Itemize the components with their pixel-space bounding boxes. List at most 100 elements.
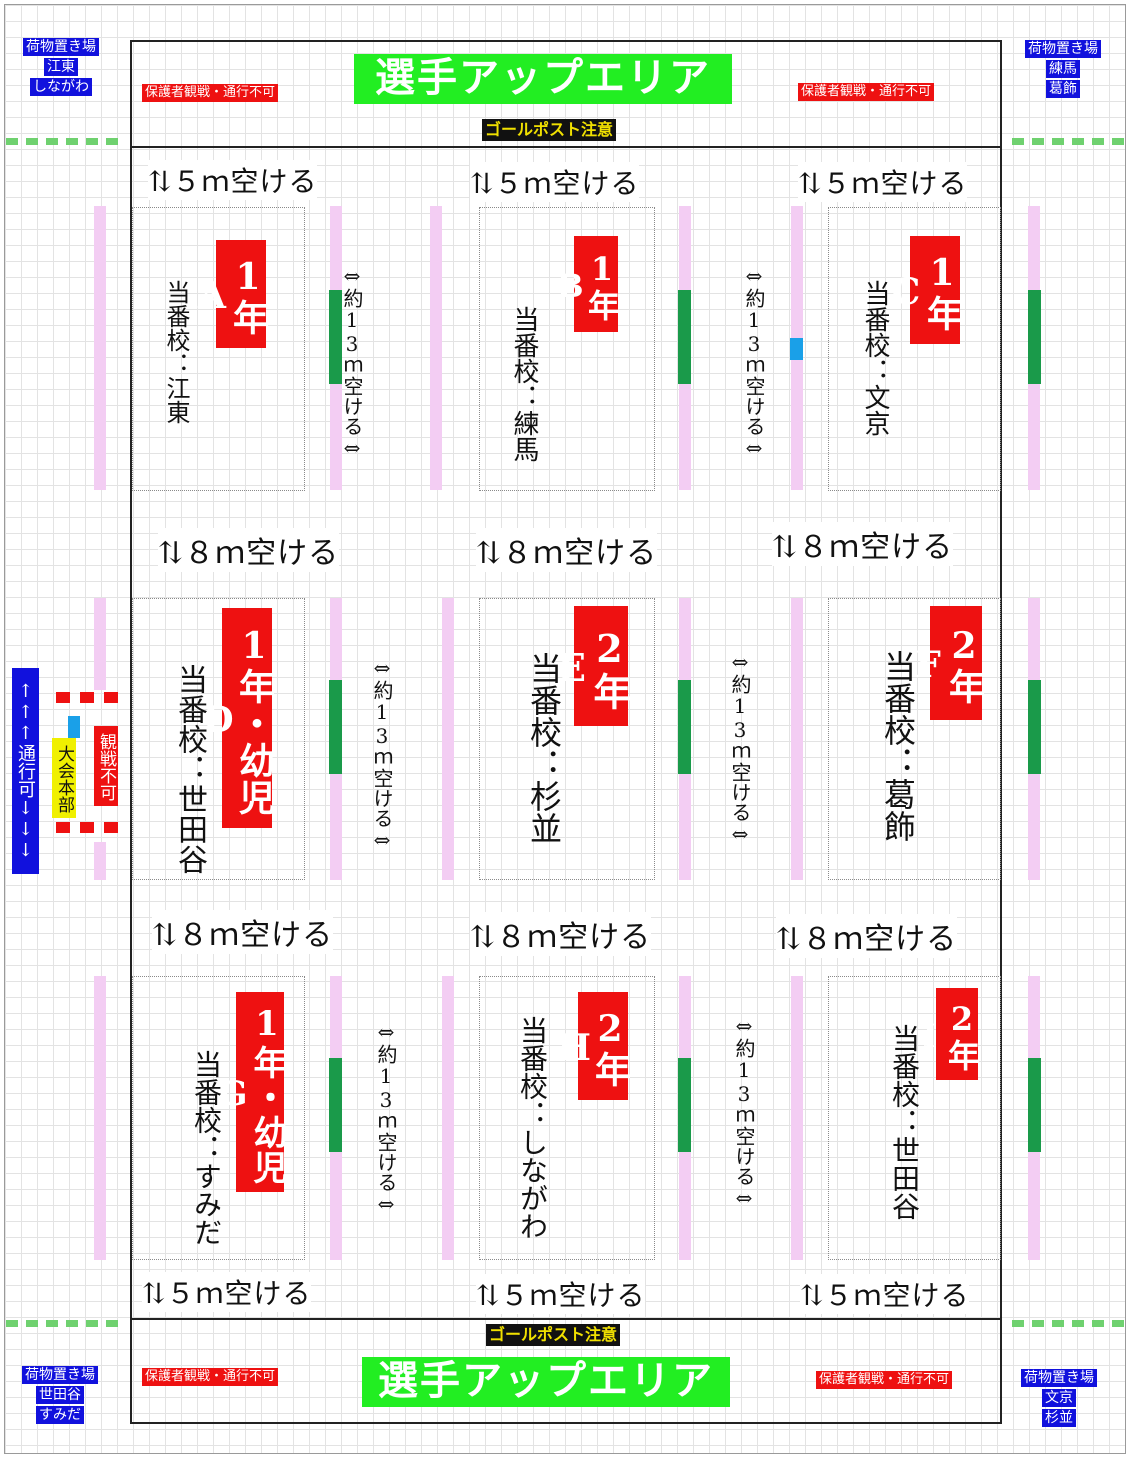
pink-boundary-line xyxy=(94,976,106,1260)
court-gap-label: ⇔約13ｍ空ける⇔ xyxy=(370,656,394,852)
luggage-title: 荷物置き場 xyxy=(1021,1369,1097,1387)
top-goalpost-caution: ゴールポスト注意 xyxy=(482,119,617,141)
luggage-area-bottom-right: 荷物置き場 文京 杉並 xyxy=(1018,1369,1100,1427)
court-label: 1年B xyxy=(551,236,621,332)
top-no-pass-right: 保護者観戦・通行不可 xyxy=(798,83,935,101)
court-2e xyxy=(479,598,655,880)
luggage-school: 江東 xyxy=(44,58,78,76)
boundary-dash-left-top xyxy=(6,138,122,145)
court-label: 1年C xyxy=(885,236,963,344)
bottom-no-pass-right: 保護者観戦・通行不可 xyxy=(816,1371,953,1389)
hq-red-dash xyxy=(56,692,70,703)
gap-5m-label: ⇅５ｍ空ける xyxy=(148,160,318,200)
luggage-area-top-left: 荷物置き場 江東 しながわ xyxy=(20,38,102,96)
luggage-school: 文京 xyxy=(1042,1389,1076,1407)
passage-allowed-lane: ↑↑↑通行可↓↓↓ xyxy=(12,668,39,874)
court-gap-label: ⇔約13ｍ空ける⇔ xyxy=(340,264,364,460)
court-1c xyxy=(828,207,1001,491)
court-2h xyxy=(479,976,655,1260)
hq-red-dash xyxy=(56,822,70,833)
goal-blue-marker xyxy=(790,338,803,360)
court-1d xyxy=(132,598,305,880)
playing-field xyxy=(130,146,1002,1320)
court-gap-label: ⇔約13ｍ空ける⇔ xyxy=(742,264,766,460)
hq-red-dash xyxy=(104,692,118,703)
luggage-school: 世田谷 xyxy=(36,1386,84,1404)
boundary-dash-right-bottom xyxy=(1012,1320,1124,1327)
bottom-no-pass-left: 保護者観戦・通行不可 xyxy=(142,1368,279,1386)
goal-green xyxy=(329,1058,342,1152)
court-label: 1年A xyxy=(191,240,269,348)
duty-school: 当番校：葛飾 xyxy=(879,650,917,842)
hq-red-dash xyxy=(80,822,94,833)
luggage-school: 練馬 xyxy=(1046,60,1080,78)
no-spectating-zone: 観戦不可 xyxy=(94,726,118,806)
luggage-school: すみだ xyxy=(36,1406,84,1424)
luggage-title: 荷物置き場 xyxy=(1025,40,1101,58)
luggage-school: 杉並 xyxy=(1042,1409,1076,1427)
pink-boundary-line xyxy=(791,976,803,1260)
luggage-title: 荷物置き場 xyxy=(23,38,99,56)
court-label: 2年F xyxy=(907,606,985,720)
gap-5m-label: ⇅５ｍ空ける xyxy=(798,162,968,202)
goal-green xyxy=(678,290,691,384)
tournament-hq: 大会本部 xyxy=(52,738,76,818)
gap-8m-label: ⇅８ｍ空ける xyxy=(776,914,958,958)
gap-5m-label: ⇅５ｍ空ける xyxy=(142,1272,312,1312)
duty-school: 当番校：すみだ xyxy=(190,1050,223,1246)
boundary-dash-right-top xyxy=(1012,138,1124,145)
court-2f xyxy=(828,598,1001,880)
gap-5m-label: ⇅５ｍ空ける xyxy=(800,1274,970,1314)
court-label: 1年・幼児G xyxy=(213,992,287,1192)
court-1g xyxy=(132,976,305,1260)
pink-boundary-line xyxy=(430,206,442,490)
duty-school: 当番校：文京 xyxy=(860,280,890,436)
court-gap-label: ⇔約13ｍ空ける⇔ xyxy=(374,1020,398,1216)
gap-8m-label: ⇅８ｍ空ける xyxy=(476,528,658,572)
gap-8m-label: ⇅８ｍ空ける xyxy=(158,528,340,572)
pink-boundary-line xyxy=(791,598,803,880)
top-no-pass-left: 保護者観戦・通行不可 xyxy=(142,84,279,102)
goal-green xyxy=(329,290,342,384)
court-label: 2年I xyxy=(911,988,981,1080)
duty-school: 当番校：杉並 xyxy=(525,652,563,844)
top-warmup-banner: 選手アップエリア xyxy=(354,54,732,104)
hq-red-dash xyxy=(80,692,94,703)
court-label: 2年E xyxy=(549,606,632,726)
luggage-title: 荷物置き場 xyxy=(22,1366,98,1384)
hq-red-dash xyxy=(104,822,118,833)
goal-green xyxy=(1028,1058,1041,1152)
goal-green xyxy=(678,1058,691,1152)
gap-5m-label: ⇅５ｍ空ける xyxy=(476,1274,646,1314)
court-gap-label: ⇔約13ｍ空ける⇔ xyxy=(732,1014,756,1210)
duty-school: 当番校：世田谷 xyxy=(888,1024,921,1220)
boundary-dash-left-bottom xyxy=(6,1320,122,1327)
gap-8m-label: ⇅８ｍ空ける xyxy=(470,912,652,956)
bottom-goalpost-caution: ゴールポスト注意 xyxy=(486,1324,621,1346)
pink-boundary-line xyxy=(442,598,454,880)
court-label: 2年H xyxy=(553,992,631,1100)
pink-boundary-line xyxy=(94,598,106,690)
pink-boundary-line xyxy=(442,976,454,1260)
court-gap-label: ⇔約13ｍ空ける⇔ xyxy=(728,650,752,846)
luggage-area-bottom-left: 荷物置き場 世田谷 すみだ xyxy=(14,1366,106,1424)
gap-8m-label: ⇅８ｍ空ける xyxy=(152,910,334,954)
goal-green xyxy=(1028,680,1041,774)
bottom-warmup-banner: 選手アップエリア xyxy=(362,1357,730,1407)
hq-marker xyxy=(68,716,80,738)
goal-green xyxy=(329,680,342,774)
duty-school: 当番校：世田谷 xyxy=(172,664,207,874)
court-1b xyxy=(479,207,655,491)
luggage-school: 葛飾 xyxy=(1046,80,1080,98)
gap-5m-label: ⇅５ｍ空ける xyxy=(470,162,640,202)
goal-green xyxy=(678,680,691,774)
luggage-school: しながわ xyxy=(30,78,92,96)
gap-8m-label: ⇅８ｍ空ける xyxy=(772,522,954,566)
court-2i xyxy=(828,976,1001,1260)
pink-boundary-line xyxy=(94,842,106,880)
goal-green xyxy=(1028,290,1041,384)
duty-school: 当番校：江東 xyxy=(162,280,190,424)
court-label: 1年・幼児D xyxy=(197,608,275,828)
luggage-area-top-right: 荷物置き場 練馬 葛飾 xyxy=(1022,40,1104,98)
duty-school: 当番校：練馬 xyxy=(509,306,539,462)
